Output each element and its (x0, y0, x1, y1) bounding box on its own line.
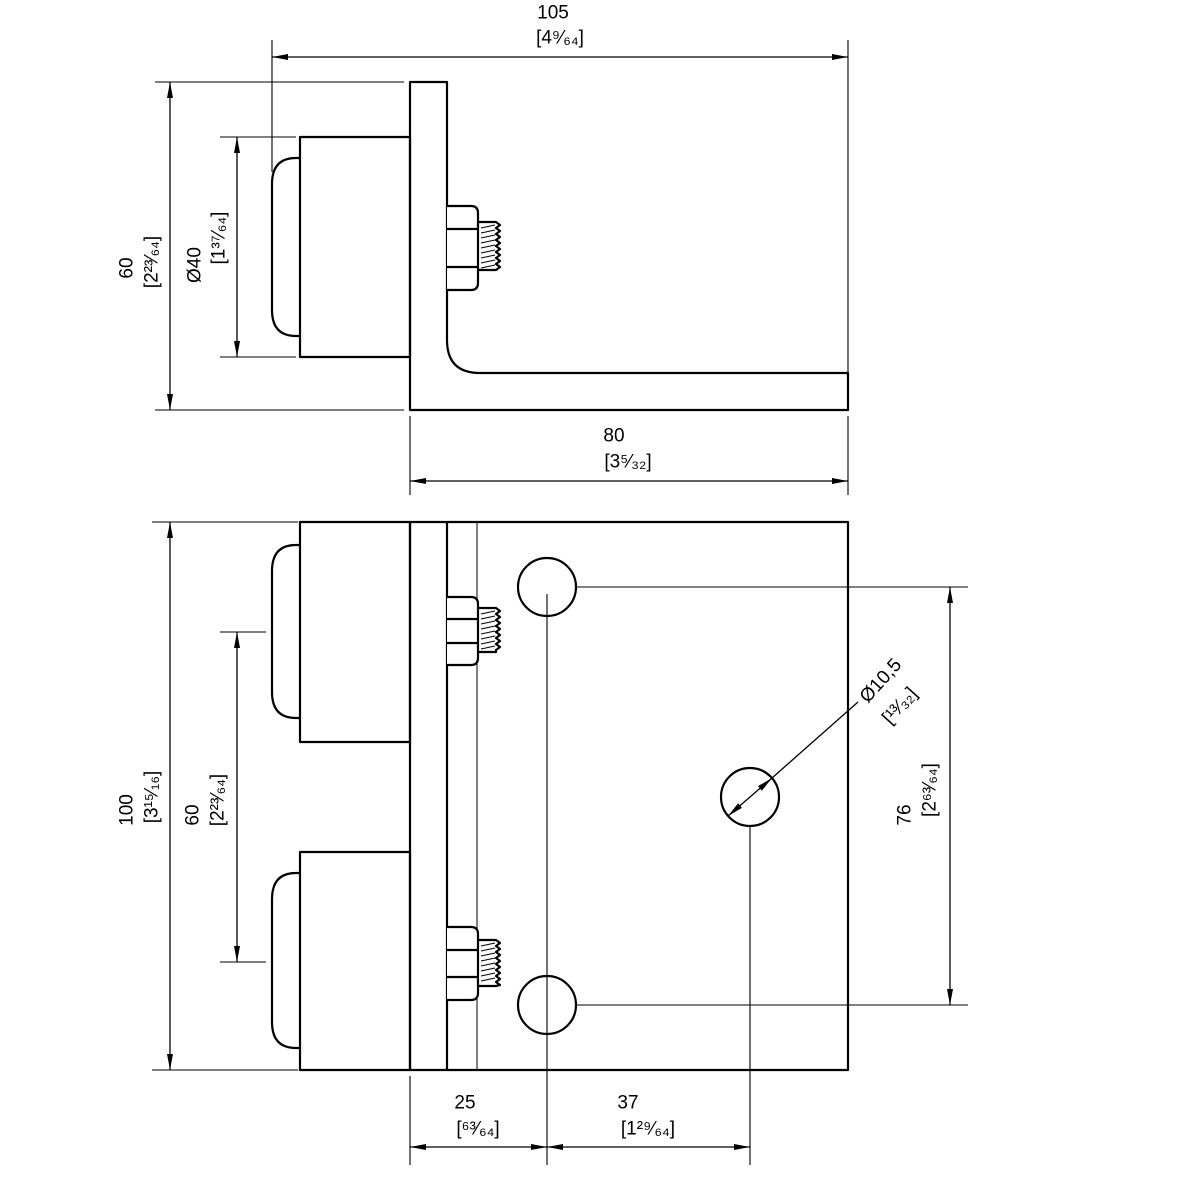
front-view: 100 [3¹⁵⁄₁₆] 60 [2²³⁄₆₄] 76 [2⁶³⁄₆₄] Ø10… (117, 520, 968, 1165)
hole-to-center-hole-metric: 37 (617, 1093, 638, 1114)
lower-bumper-cap (270, 871, 300, 1050)
threaded-stud-hatching (480, 224, 496, 269)
top-view: 105 [4⁹⁄₆₄] 60 [2²³⁄₆₄] Ø40 [1³⁷⁄₆₄] 80 … (117, 3, 850, 495)
bumper-diameter-imperial: [1³⁷⁄₆₄] (209, 212, 230, 265)
lower-threaded-stud-hatching (480, 942, 496, 982)
lower-bumper-body (298, 850, 412, 1072)
l-bracket-outline (408, 80, 850, 412)
upper-threaded-stud-hatching (480, 610, 496, 650)
upper-hex-nut (447, 595, 480, 667)
hole-to-center-hole-imperial: [1²⁹⁄₆₄] (621, 1119, 675, 1140)
leg-length-metric: 80 (603, 426, 624, 447)
overall-length-imperial: [4⁹⁄₆₄] (536, 28, 584, 49)
hex-nut (447, 204, 480, 292)
lower-hex-nut (447, 925, 480, 1002)
leader-line-hole-diameter (771, 701, 859, 779)
bumper-spacing-metric: 60 (183, 804, 204, 825)
hole-spacing-metric: 76 (895, 804, 916, 825)
upper-threaded-stud-outline (478, 606, 502, 654)
upper-bumper-cap (270, 543, 300, 720)
height-metric: 60 (117, 257, 138, 278)
mounting-plate (408, 520, 850, 1072)
edge-to-hole-metric: 25 (454, 1093, 475, 1114)
bumper-diameter-metric: Ø40 (185, 247, 206, 283)
bumper-spacing-imperial: [2²³⁄₆₄] (208, 774, 229, 826)
upper-bumper-body (298, 520, 412, 744)
bumper-body (298, 135, 412, 359)
lower-threaded-stud (478, 938, 502, 988)
hole-spacing-imperial: [2⁶³⁄₆₄] (920, 763, 941, 817)
lower-threaded-stud-outline (478, 938, 502, 988)
threaded-stud (478, 220, 502, 272)
dimension-line-hole-diameter (727, 777, 773, 817)
overall-length-metric: 105 (537, 3, 569, 24)
height-imperial: [3¹⁵⁄₁₆] (142, 771, 163, 824)
bumper-cap (270, 156, 300, 338)
height-imperial: [2²³⁄₆₄] (142, 236, 163, 288)
upper-threaded-stud (478, 606, 502, 654)
threaded-stud-outline (478, 220, 502, 272)
edge-to-hole-imperial: [⁶³⁄₆₄] (456, 1119, 499, 1140)
leg-length-imperial: [3⁵⁄₃₂] (604, 452, 651, 473)
height-metric: 100 (117, 794, 138, 826)
